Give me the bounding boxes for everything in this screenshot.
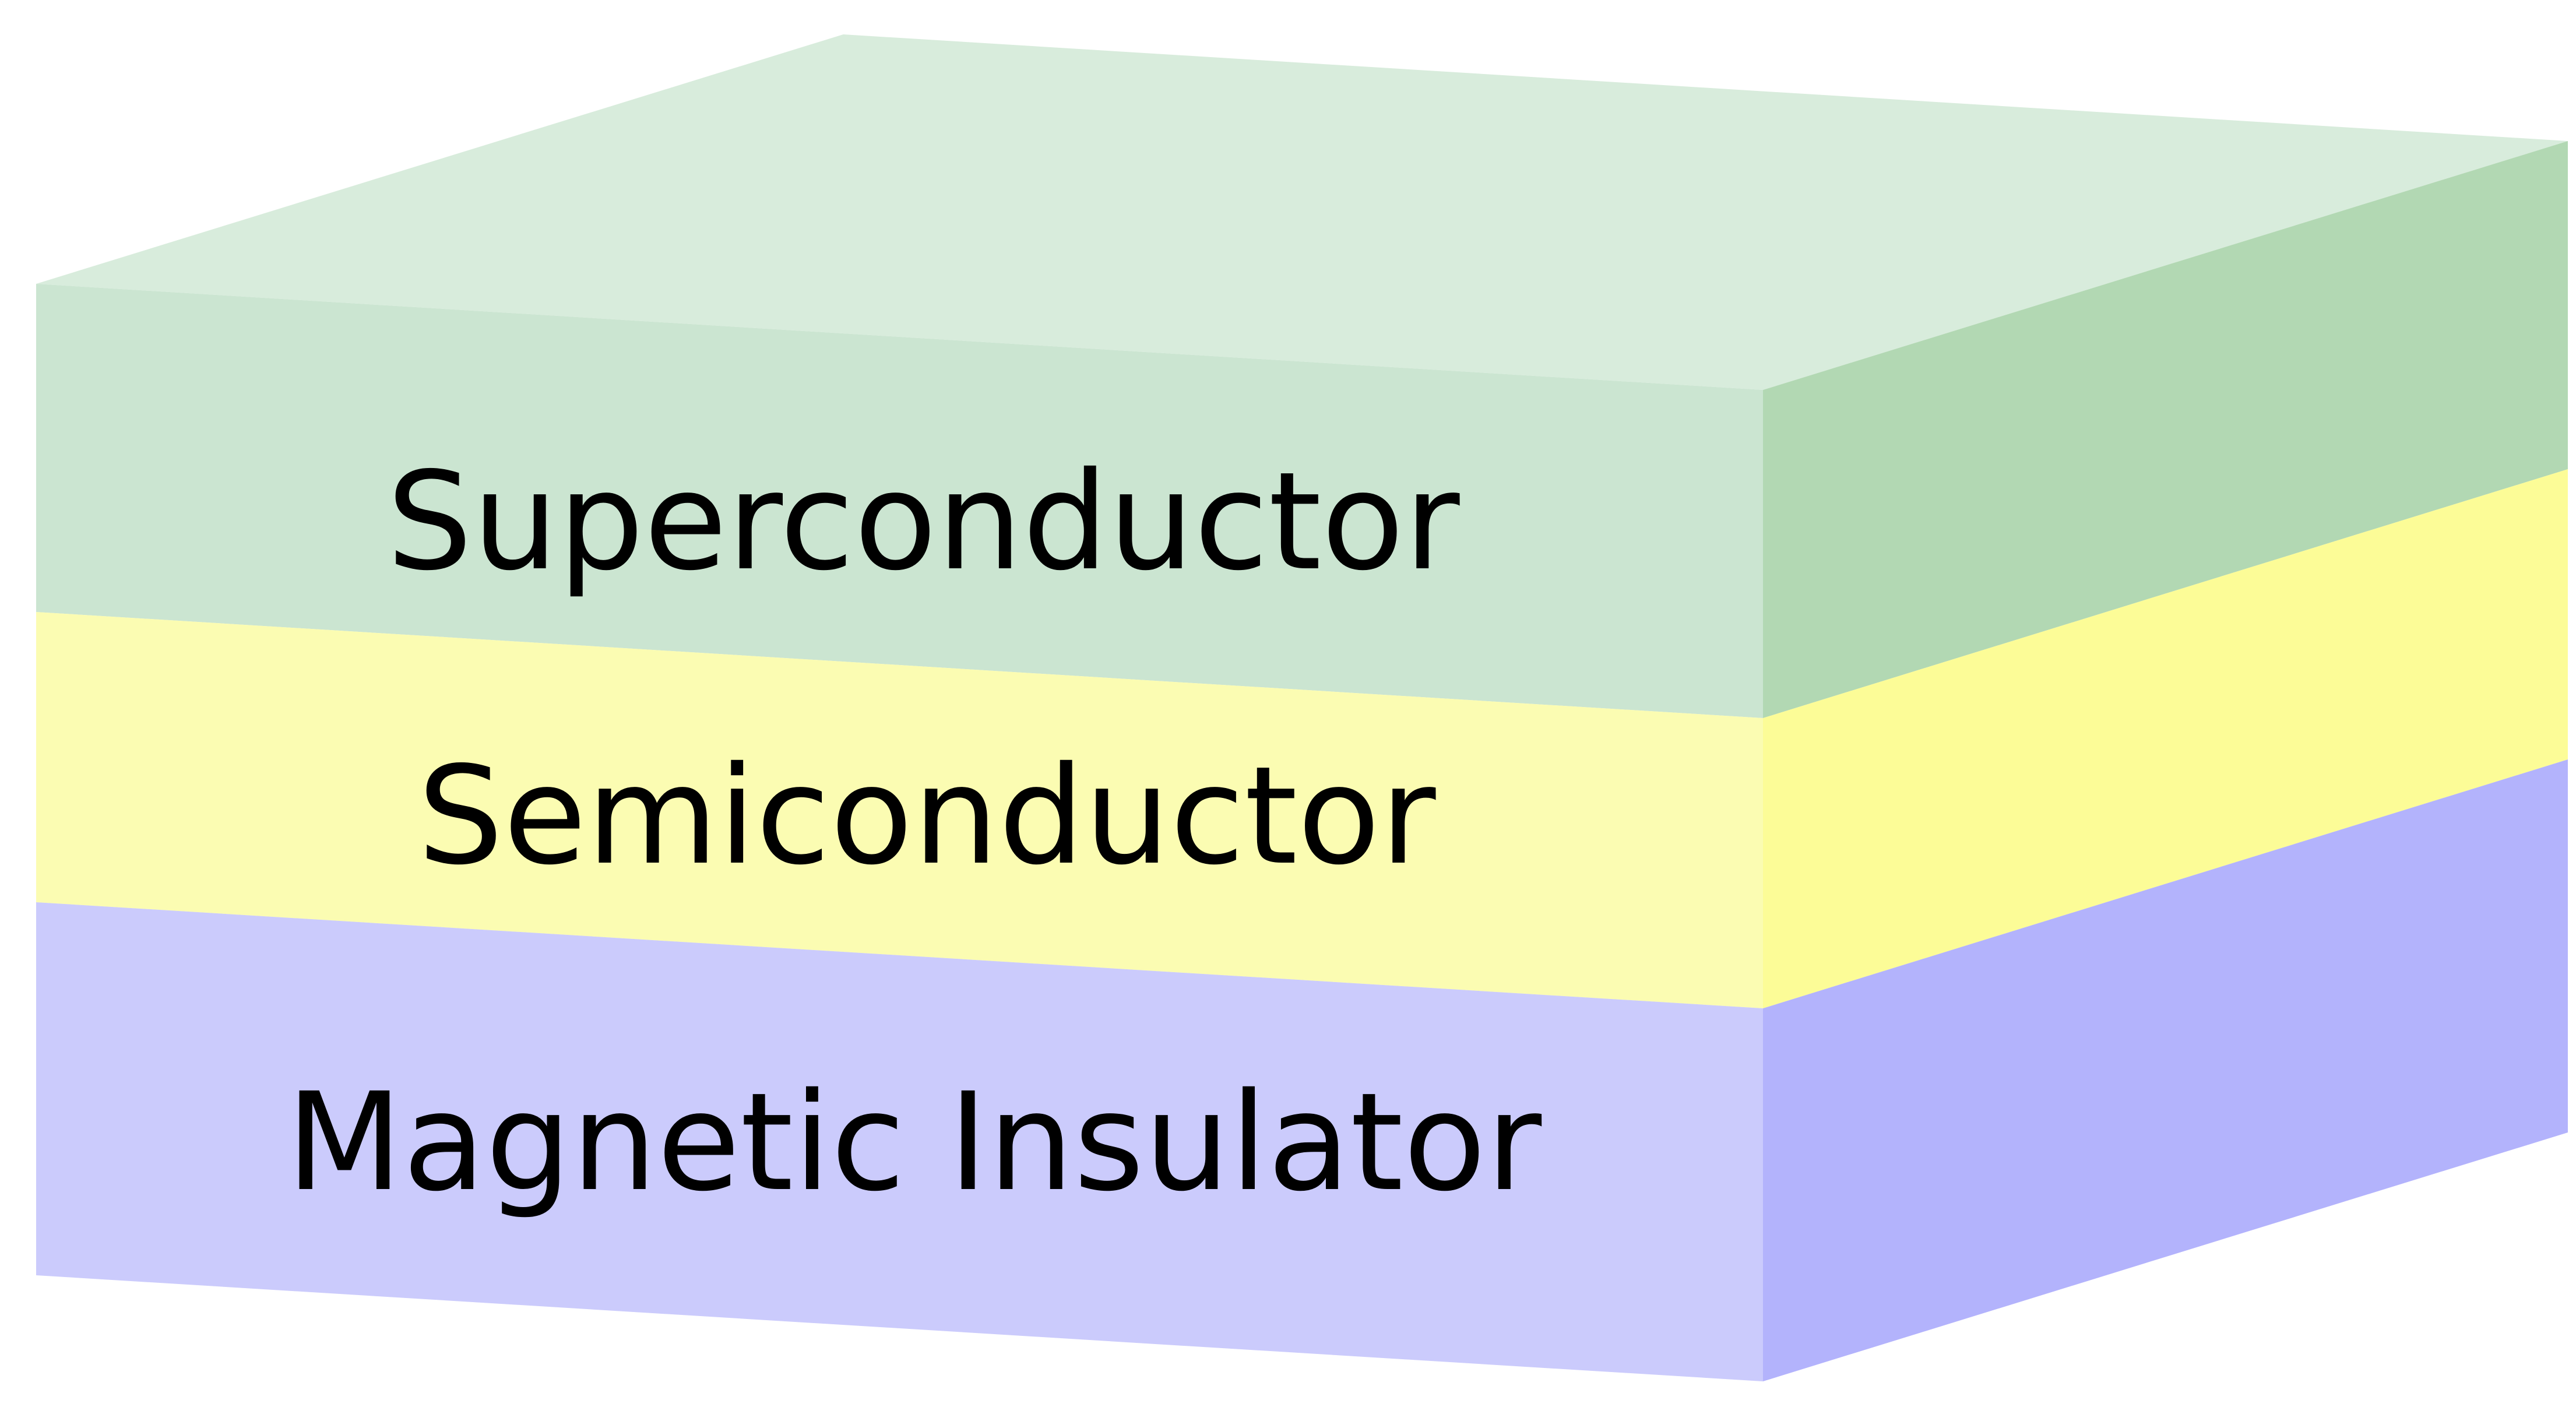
semiconductor-label: Semiconductor (417, 737, 1436, 895)
superconductor-layer: Superconductor (36, 141, 2568, 718)
semiconductor-side-face (1763, 469, 2568, 1008)
superconductor-front-face (36, 284, 1763, 718)
superconductor-top-face (36, 34, 2568, 390)
superconductor-side-face (1763, 141, 2568, 718)
magnetic-insulator-layer: Magnetic Insulator (36, 759, 2568, 1381)
magnetic-insulator-label: Magnetic Insulator (286, 1064, 1542, 1221)
superconductor-label: Superconductor (386, 443, 1460, 600)
semiconductor-layer: Semiconductor (36, 469, 2568, 1008)
magnetic-insulator-side-face (1763, 759, 2568, 1381)
magnetic-insulator-front-face (36, 902, 1763, 1381)
semiconductor-front-face (36, 612, 1763, 1008)
